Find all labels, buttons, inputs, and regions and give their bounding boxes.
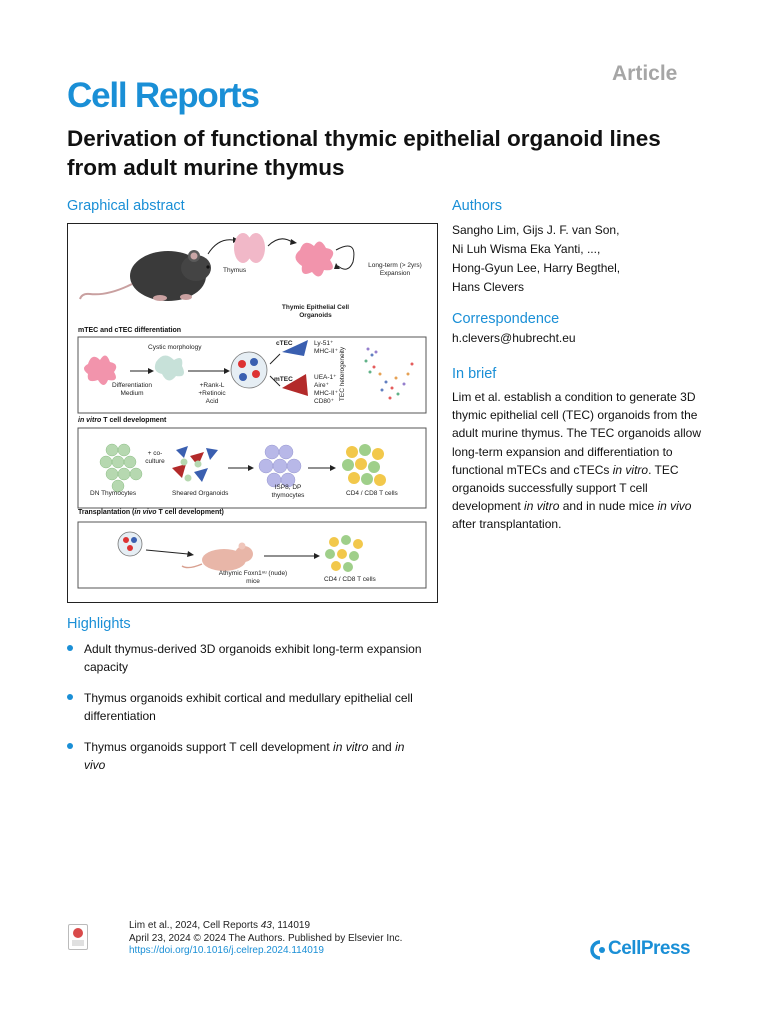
heterogeneity-axis-label: TEC heterogeneity: [339, 346, 347, 402]
thymus-illustration: [234, 233, 265, 263]
coculture-label: + co-culture: [145, 450, 165, 465]
citation-footer: Lim et al., 2024, Cell Reports 43, 11401…: [129, 920, 402, 958]
doi-link[interactable]: https://doi.org/10.1016/j.celrep.2024.11…: [129, 945, 324, 956]
graphical-abstract: Thymus Long-term (> 2yrs) Expansion Thym…: [67, 223, 438, 603]
cystic-label: Cystic morphology: [148, 344, 202, 351]
correspondence-email[interactable]: h.clevers@hubrecht.eu: [452, 331, 576, 345]
bullet-icon: [67, 694, 73, 700]
graphical-abstract-heading: Graphical abstract: [67, 198, 185, 214]
ctec-label: cTEC: [276, 340, 293, 347]
graphical-abstract-figure: [77, 233, 427, 589]
cd4-cd8-cluster-2: [325, 535, 363, 572]
isp8-label: ISP8, DP thymocytes: [271, 484, 305, 499]
heterogeneity-scatter: [364, 347, 414, 400]
organoids-label: Thymic Epithelial Cell Organoids: [281, 304, 350, 319]
cd4-cd8-label-1: CD4 / CD8 T cells: [346, 490, 398, 497]
correspondence-heading: Correspondence: [452, 311, 560, 327]
in-brief-text: Lim et al. establish a condition to gene…: [452, 390, 702, 532]
ctec-markers: Ly-51⁺ MHC-II⁺: [314, 340, 339, 355]
journal-logo[interactable]: Cell Reports: [67, 76, 260, 115]
dp-thymocytes-cluster: [258, 444, 302, 488]
authors-heading: Authors: [452, 198, 502, 214]
bullet-icon: [67, 645, 73, 651]
long-term-label: Long-term (> 2yrs) Expansion: [368, 262, 422, 277]
highlight-item: Adult thymus-derived 3D organoids exhibi…: [67, 640, 427, 676]
dn-thymocytes-cluster: [99, 443, 143, 493]
article-title: Derivation of functional thymic epitheli…: [67, 126, 661, 180]
authors-line[interactable]: Sangho Lim, Gijs J. F. van Son,: [452, 223, 620, 237]
mtec-label: mTEC: [274, 376, 293, 383]
mouse-illustration: [79, 250, 211, 301]
highlight-item: Thymus organoids support T cell developm…: [67, 738, 427, 774]
athymic-label: Athymic Foxn1ⁿᵘ (nude) mice: [218, 570, 288, 585]
in-brief-heading: In brief: [452, 366, 497, 382]
rankl-label: +Rank-L +Retinoic Acid: [198, 382, 226, 405]
mtec-markers: UEA-1⁺ Aire⁺ MHC-II⁺ CD80⁺: [314, 374, 339, 405]
sheared-organoids-label: Sheared Organoids: [172, 490, 229, 497]
dn-thymocytes-label: DN Thymocytes: [90, 490, 137, 497]
section-differentiation-heading: mTEC and cTEC differentiation: [78, 327, 182, 334]
highlight-item: Thymus organoids exhibit cortical and me…: [67, 689, 427, 725]
section-invitro-heading: in vitro T cell development: [78, 417, 167, 424]
article-type-label: Article: [612, 62, 678, 85]
section-transplantation-heading: Transplantation (in vivo T cell developm…: [78, 509, 224, 516]
highlights-heading: Highlights: [67, 616, 131, 632]
cellpress-logo[interactable]: CellPress: [608, 938, 691, 959]
bullet-icon: [67, 743, 73, 749]
citation-line: Lim et al., 2024, Cell Reports 43, 11401…: [129, 920, 311, 931]
crossmark-icon[interactable]: [68, 924, 88, 950]
nude-mouse-illustration: [181, 542, 253, 571]
sheared-organoids-cluster: [172, 446, 218, 482]
authors-line[interactable]: Hans Clevers: [452, 280, 525, 294]
authors-line[interactable]: Ni Luh Wisma Eka Yanti, ...,: [452, 242, 601, 256]
authors-line[interactable]: Hong-Gyun Lee, Harry Begthel,: [452, 261, 621, 275]
diff-medium-label: Differentiation Medium: [112, 382, 152, 397]
cd4-cd8-cluster-1: [342, 444, 386, 486]
cellpress-logo-icon: [588, 939, 608, 966]
organoid-illustration: [295, 241, 334, 277]
copyright-line: April 23, 2024 © 2024 The Authors. Publi…: [129, 932, 403, 944]
thymus-label: Thymus: [223, 267, 247, 274]
cd4-cd8-label-2: CD4 / CD8 T cells: [324, 576, 376, 583]
authors-list: Sangho Lim, Gijs J. F. van Son, Ni Luh W…: [452, 221, 712, 297]
